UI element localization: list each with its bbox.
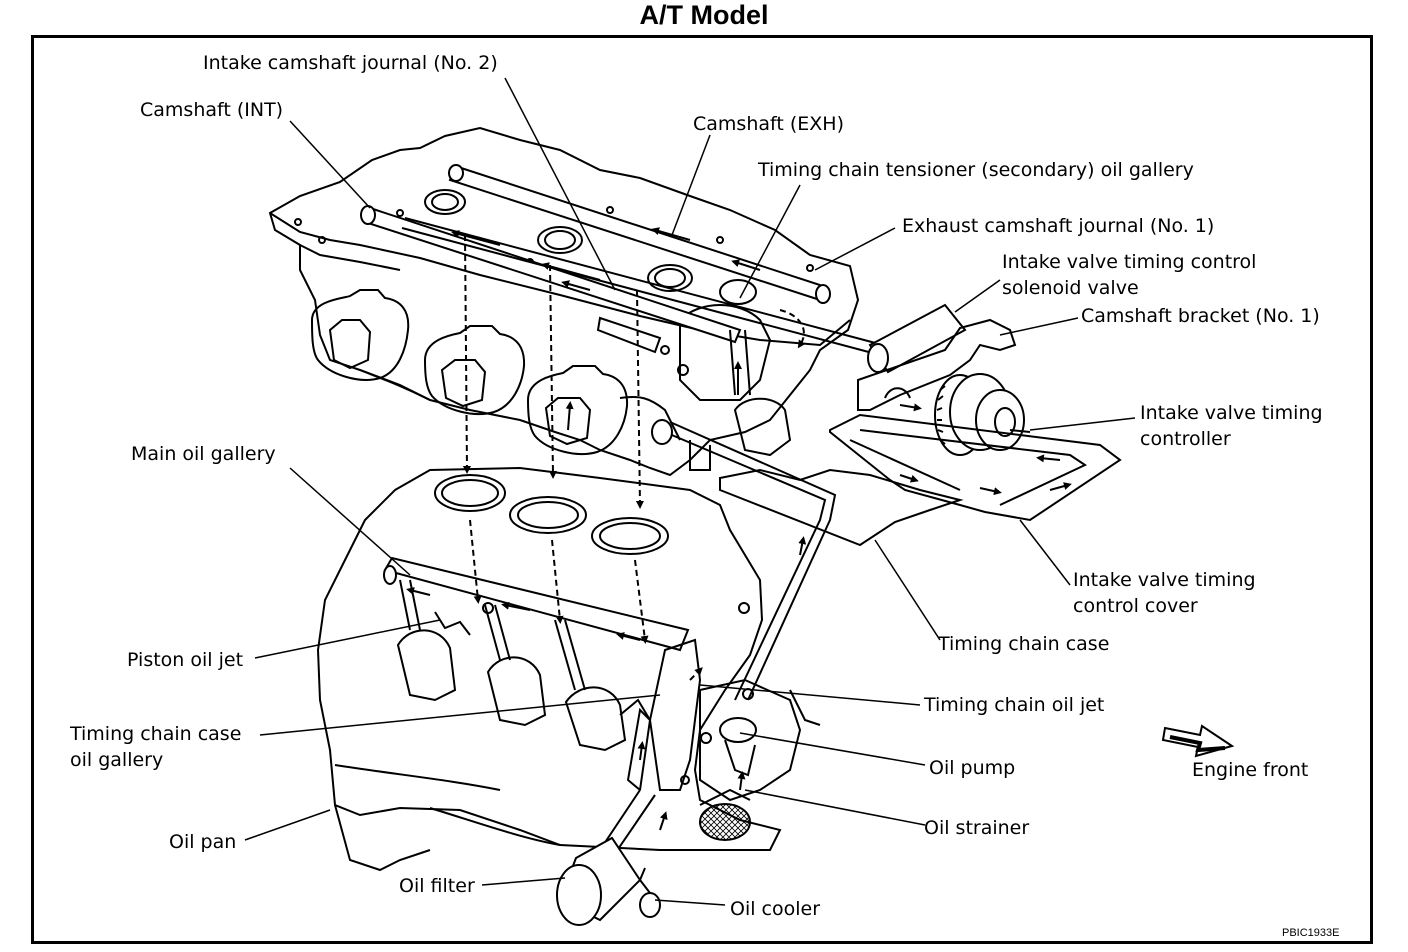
oil-flow-arrows <box>462 234 806 681</box>
timing-chain-case <box>719 468 964 547</box>
label-oil-cooler: Oil cooler <box>730 898 821 920</box>
label-line: Intake valve timing control <box>1002 251 1257 273</box>
main-oil-gallery <box>383 556 690 652</box>
cylinder-head <box>268 126 860 477</box>
camshaft-bracket <box>857 318 1017 411</box>
engine-front-arrow-icon <box>1161 724 1235 758</box>
label-piston-oil-jet: Piston oil jet <box>127 649 244 671</box>
label-line: Intake valve timing <box>1073 569 1256 591</box>
piston-oil-jets <box>399 579 586 691</box>
label-line: oil gallery <box>70 749 164 771</box>
label-line: controller <box>1140 428 1231 450</box>
oil-supply-pipe <box>651 419 837 701</box>
label-oil-pan: Oil pan <box>169 831 237 853</box>
label-line: solenoid valve <box>1002 277 1139 299</box>
leader-lines <box>244 77 1136 906</box>
label-camshaft-int: Camshaft (INT) <box>140 99 284 121</box>
label-timing-chain-oil-jet: Timing chain oil jet <box>924 694 1105 716</box>
label-timing-chain-case-gallery: Timing chain case oil gallery <box>70 721 241 773</box>
label-line: Intake valve timing <box>1140 402 1323 424</box>
label-camshaft-exh: Camshaft (EXH) <box>693 113 844 135</box>
oil-flow-solid-arrows <box>406 227 1072 831</box>
label-timing-chain-case: Timing chain case <box>938 633 1110 655</box>
label-intake-camshaft-journal-no2: Intake camshaft journal (No. 2) <box>203 52 498 74</box>
valve-timing-controller <box>934 373 1031 456</box>
label-oil-pump: Oil pump <box>929 757 1016 779</box>
label-intake-valve-timing-controller: Intake valve timing controller <box>1140 400 1323 452</box>
label-camshaft-bracket-no1: Camshaft bracket (No. 1) <box>1081 305 1320 327</box>
diagram-frame <box>31 35 1373 944</box>
oil-filter <box>556 707 661 926</box>
figure-reference-code: PBIC1933E <box>1282 927 1340 939</box>
label-timing-chain-tensioner-gallery: Timing chain tensioner (secondary) oil g… <box>758 159 1194 181</box>
head-oil-gallery <box>401 217 884 396</box>
label-main-oil-gallery: Main oil gallery <box>131 443 276 465</box>
camshaft-int <box>360 205 742 354</box>
label-line: control cover <box>1073 595 1198 617</box>
label-intake-valve-timing-cover: Intake valve timing control cover <box>1073 567 1256 619</box>
oil-strainer <box>699 788 751 841</box>
label-exhaust-camshaft-journal-no1: Exhaust camshaft journal (No. 1) <box>902 215 1215 237</box>
label-engine-front: Engine front <box>1192 759 1309 781</box>
timing-cover-plate <box>829 413 1122 522</box>
solenoid-valve <box>867 303 967 374</box>
page-title: A/T Model <box>639 0 769 30</box>
label-oil-strainer: Oil strainer <box>924 817 1030 839</box>
label-intake-valve-timing-solenoid: Intake valve timing control solenoid val… <box>1002 249 1256 301</box>
label-oil-filter: Oil filter <box>399 875 475 897</box>
label-line: Timing chain case <box>70 723 242 745</box>
